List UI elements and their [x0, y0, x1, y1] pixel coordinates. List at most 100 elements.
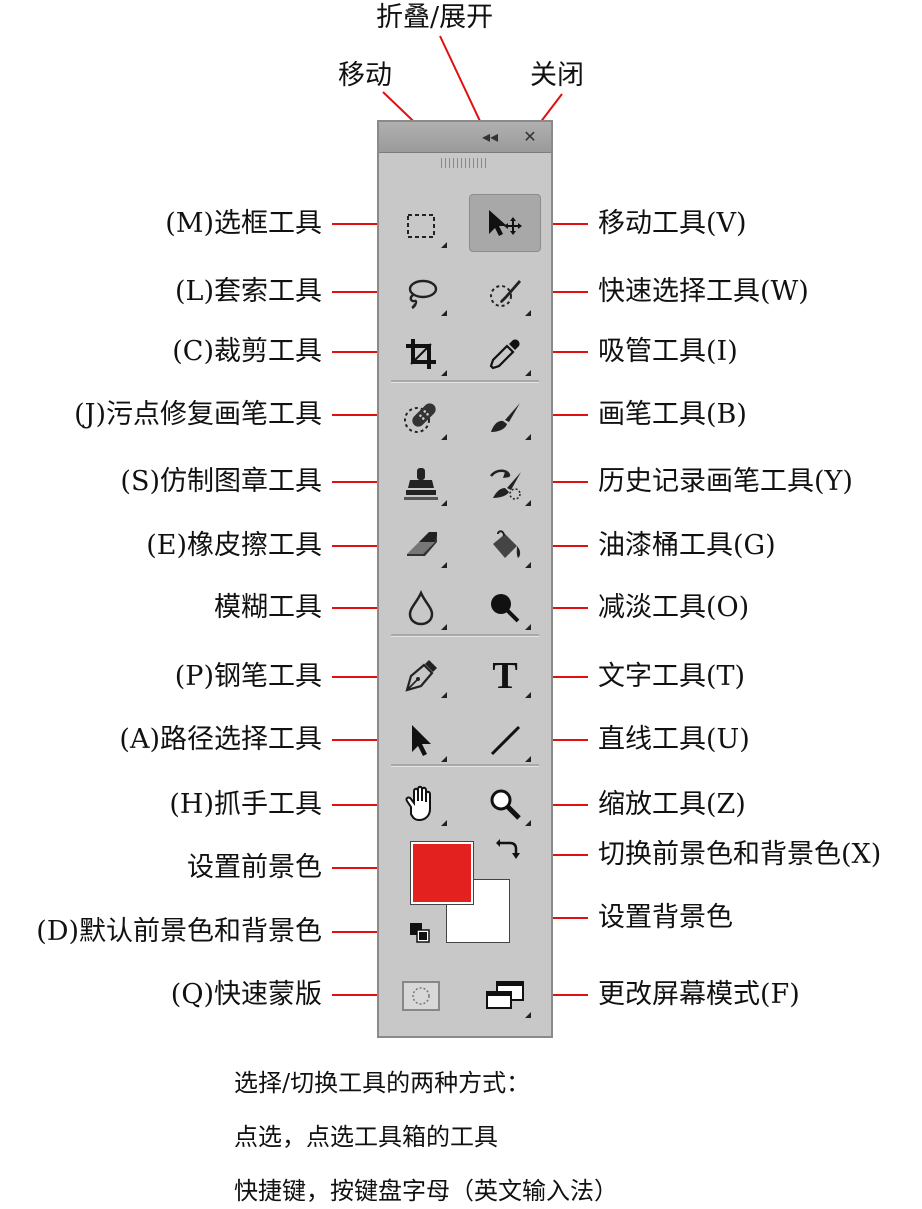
water-drop-icon	[408, 590, 434, 626]
submenu-indicator	[441, 434, 447, 440]
move-panel-label: 移动	[338, 60, 392, 91]
label-brush-tool: 画笔工具(B)	[598, 399, 747, 430]
note-line-3: 快捷键，按键盘字母（英文输入法）	[234, 1177, 618, 1205]
submenu-indicator	[525, 692, 531, 698]
crop-tool-button[interactable]	[393, 328, 449, 380]
screen-mode-button[interactable]	[477, 970, 533, 1022]
dodge-lollipop-icon	[491, 594, 520, 623]
submenu-indicator	[525, 310, 531, 316]
hand-icon	[405, 785, 431, 822]
clone-stamp-tool-button[interactable]	[393, 458, 449, 510]
eyedropper-icon	[489, 339, 520, 370]
submenu-indicator	[441, 692, 447, 698]
quick-mask-button[interactable]	[393, 970, 449, 1022]
tool-group-separator	[391, 764, 539, 767]
paint-bucket-icon	[493, 530, 521, 558]
close-button[interactable]: ✕	[523, 127, 537, 146]
black-arrow-icon	[412, 725, 431, 756]
label-spot-healing-tool: (J)污点修复画笔工具	[74, 399, 322, 430]
label-clone-stamp-tool: (S)仿制图章工具	[120, 466, 322, 497]
marquee-tool-button[interactable]	[393, 200, 449, 252]
label-quick-mask: (Q)快速蒙版	[170, 979, 322, 1010]
paint-bucket-tool-button[interactable]	[477, 520, 533, 572]
lasso-tool-button[interactable]	[393, 268, 449, 320]
submenu-indicator	[525, 1012, 531, 1018]
label-pen-tool: (P)钢笔工具	[174, 661, 322, 692]
label-line-tool: 直线工具(U)	[598, 724, 750, 755]
line-icon	[490, 725, 521, 756]
move-arrow-icon	[489, 210, 522, 236]
submenu-indicator	[525, 562, 531, 568]
label-history-brush-tool: 历史记录画笔工具(Y)	[598, 466, 853, 497]
label-move-tool: 移动工具(V)	[598, 208, 747, 239]
label-path-selection-tool: (A)路径选择工具	[119, 724, 322, 755]
default-colors-button[interactable]	[405, 918, 435, 948]
quick-mask-icon	[402, 981, 440, 1011]
line-tool-button[interactable]	[477, 714, 533, 766]
eyedropper-tool-button[interactable]	[477, 328, 533, 380]
label-zoom-tool: 缩放工具(Z)	[598, 789, 746, 820]
submenu-indicator	[441, 370, 447, 376]
eraser-tool-button[interactable]	[393, 520, 449, 572]
submenu-indicator	[525, 370, 531, 376]
submenu-indicator	[525, 820, 531, 826]
submenu-indicator	[525, 756, 531, 762]
submenu-indicator	[441, 756, 447, 762]
label-marquee-tool: (M)选框工具	[165, 208, 322, 239]
panel-header[interactable]: ◂◂ ✕	[379, 122, 551, 153]
label-hand-tool: (H)抓手工具	[169, 789, 322, 820]
submenu-indicator	[441, 310, 447, 316]
submenu-indicator	[441, 562, 447, 568]
move-tool-button[interactable]	[469, 194, 541, 252]
label-blur-tool: 模糊工具	[214, 592, 322, 623]
zoom-tool-button[interactable]	[477, 778, 533, 830]
panel-drag-grip[interactable]	[441, 158, 489, 168]
note-line-1: 选择/切换工具的两种方式：	[234, 1069, 531, 1097]
stamp-icon	[404, 468, 438, 500]
tool-group-separator	[391, 380, 539, 383]
label-foreground-color: 设置前景色	[187, 852, 322, 883]
label-quick-selection-tool: 快速选择工具(W)	[598, 276, 809, 307]
foreground-color-swatch[interactable]	[410, 841, 474, 905]
swap-colors-button[interactable]	[491, 830, 527, 866]
collapse-expand-button[interactable]: ◂◂	[481, 127, 499, 146]
lasso-icon	[408, 279, 438, 310]
rect-marquee-icon	[407, 214, 435, 238]
close-label: 关闭	[530, 60, 584, 91]
crop-icon	[406, 339, 436, 369]
label-crop-tool: (C)裁剪工具	[172, 336, 322, 367]
history-brush-tool-button[interactable]	[477, 458, 533, 510]
submenu-indicator	[525, 500, 531, 506]
label-screen-mode: 更改屏幕模式(F)	[598, 979, 800, 1010]
submenu-indicator	[525, 624, 531, 630]
history-brush-icon	[490, 469, 521, 500]
label-eyedropper-tool: 吸管工具(I)	[598, 336, 738, 367]
toolbox-panel: ◂◂ ✕	[377, 120, 553, 1038]
quick-selection-tool-button[interactable]	[477, 268, 533, 320]
hand-tool-button[interactable]	[393, 778, 449, 830]
path-selection-tool-button[interactable]	[393, 714, 449, 766]
note-line-2: 点选，点选工具箱的工具	[234, 1123, 498, 1151]
label-paint-bucket-tool: 油漆桶工具(G)	[598, 530, 776, 561]
blur-tool-button[interactable]	[393, 582, 449, 634]
type-t-icon: T	[492, 655, 518, 697]
pen-nib-icon	[405, 660, 437, 692]
tool-group-separator	[391, 634, 539, 637]
magnifier-icon	[490, 789, 521, 820]
pen-tool-button[interactable]	[393, 650, 449, 702]
spot-healing-tool-button[interactable]	[393, 392, 449, 444]
submenu-indicator	[525, 434, 531, 440]
brush-tool-button[interactable]	[477, 392, 533, 444]
submenu-indicator	[441, 820, 447, 826]
screen-mode-icon	[486, 981, 524, 1009]
eraser-icon	[407, 532, 437, 556]
collapse-expand-label: 折叠/展开	[376, 2, 494, 33]
type-tool-button[interactable]: T	[477, 650, 533, 702]
label-default-colors: (D)默认前景色和背景色	[36, 916, 322, 947]
label-lasso-tool: (L)套索工具	[175, 276, 322, 307]
label-type-tool: 文字工具(T)	[598, 661, 746, 692]
quick-selection-brush-icon	[490, 280, 521, 307]
bandage-icon	[404, 403, 436, 433]
swap-arrows-icon	[496, 839, 520, 859]
dodge-tool-button[interactable]	[477, 582, 533, 634]
